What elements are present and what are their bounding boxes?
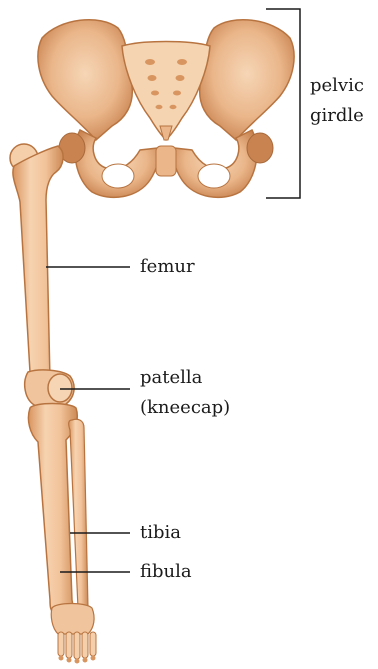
patella-label-line1: patella [140, 366, 202, 390]
femur-label: femur [140, 255, 195, 279]
metatarsal-3 [74, 632, 80, 659]
left-ilium [38, 20, 132, 140]
pubic-symphysis [156, 146, 176, 176]
sacrum [122, 42, 210, 141]
pelvic-girdle-label-line2: girdle [310, 104, 364, 128]
metatarsal-5 [90, 632, 96, 656]
tibia-label: tibia [140, 521, 181, 545]
pelvic-girdle-label-line1: pelvic [310, 74, 364, 98]
pelvic-girdle [38, 20, 294, 198]
coccyx [160, 126, 172, 140]
tarsals [51, 604, 94, 635]
fibula-label: fibula [140, 560, 192, 584]
metatarsal-2 [66, 632, 72, 658]
femur-bone [10, 144, 74, 409]
patella-bone [48, 374, 72, 402]
metatarsal-1 [58, 632, 64, 656]
right-ilium [200, 20, 294, 140]
patella-label-line2: (kneecap) [140, 396, 230, 420]
foot-bones [51, 604, 96, 664]
femur-shaft [13, 146, 63, 390]
metatarsal-4 [82, 632, 88, 658]
